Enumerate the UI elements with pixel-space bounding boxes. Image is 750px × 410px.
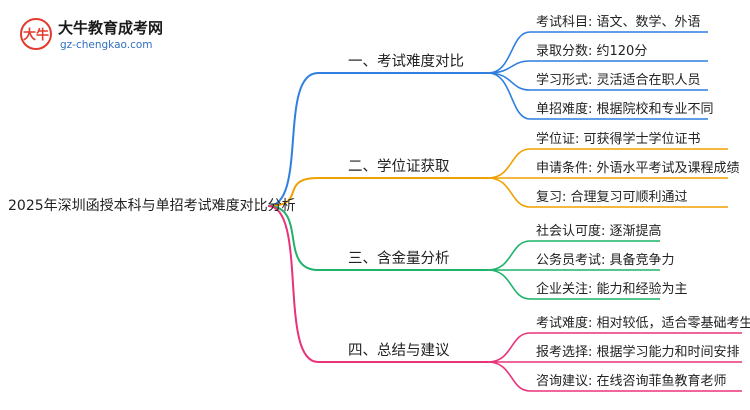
branch-label: 二、学位证获取 xyxy=(348,158,450,175)
leaf-connector xyxy=(487,177,728,208)
branch-connector xyxy=(267,177,488,207)
branch-connector xyxy=(267,72,488,207)
logo-mark-icon: 大牛 xyxy=(20,18,52,50)
leaf-connector xyxy=(487,60,708,74)
leaf-connector xyxy=(487,361,742,392)
leaf-label: 企业关注: 能力和经验为主 xyxy=(536,281,688,297)
leaf-label: 学位证: 可获得学士学位证书 xyxy=(536,131,701,147)
brand-title: 大牛教育成考网 xyxy=(58,19,163,37)
branch-connector xyxy=(267,205,488,271)
leaf-connector xyxy=(487,72,708,120)
leaf-connector xyxy=(487,332,742,363)
leaf-connector xyxy=(487,31,708,74)
connectors xyxy=(267,31,742,392)
leaf-connector xyxy=(487,148,728,179)
leaf-label: 考试科目: 语文、数学、外语 xyxy=(536,14,701,30)
branch-label: 四、总结与建议 xyxy=(348,342,450,359)
leaf-label: 学习形式: 灵活适合在职人员 xyxy=(536,72,701,88)
leaf-label: 社会认可度: 逐渐提高 xyxy=(536,223,662,239)
leaf-label: 申请条件: 外语水平考试及课程成绩 xyxy=(536,160,740,176)
branch-connector xyxy=(267,205,488,363)
brand-url: gz-chengkao.com xyxy=(60,39,153,51)
leaf-label: 公务员考试: 具备竞争力 xyxy=(536,252,675,268)
leaf-connector xyxy=(487,269,660,300)
branch-label: 一、考试难度对比 xyxy=(348,53,464,70)
leaf-label: 复习: 合理复习可顺利通过 xyxy=(536,190,688,205)
brand-logo: 大牛 大牛教育成考网 gz-chengkao.com xyxy=(20,18,163,51)
leaf-label: 录取分数: 约120分 xyxy=(536,44,647,59)
leaf-label: 咨询建议: 在线咨询菲鱼教育老师 xyxy=(536,373,727,389)
leaf-connector xyxy=(487,240,660,271)
leaf-label: 考试难度: 相对较低，适合零基础考生 xyxy=(536,315,750,331)
logo-mark-text: 大牛 xyxy=(23,27,49,43)
leaf-label: 单招难度: 根据院校和专业不同 xyxy=(536,101,714,117)
root-topic: 2025年深圳函授本科与单招考试难度对比分析 xyxy=(8,198,296,214)
branch-label: 三、含金量分析 xyxy=(348,250,450,267)
leaf-label: 报考选择: 根据学习能力和时间安排 xyxy=(536,344,740,360)
